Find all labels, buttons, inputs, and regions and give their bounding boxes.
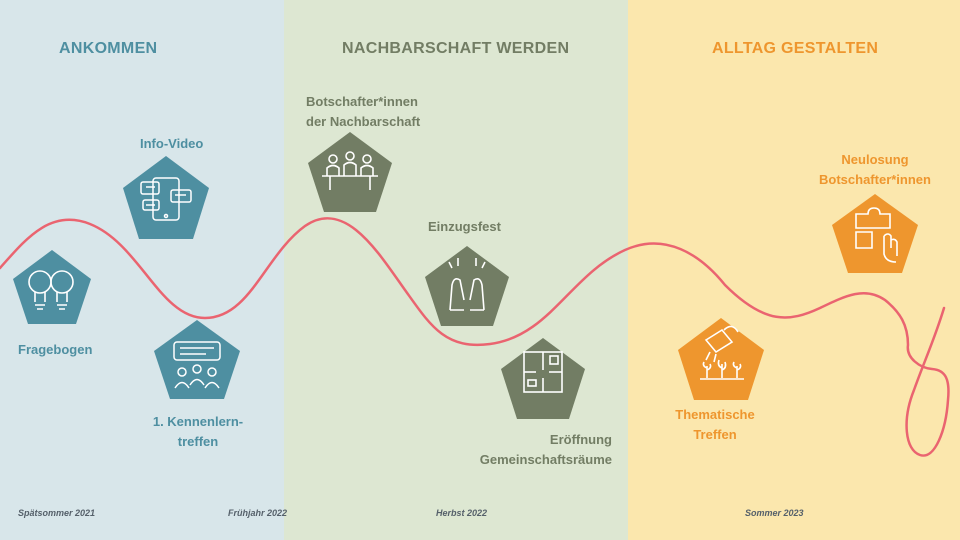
high-five-icon xyxy=(448,258,486,311)
people-table-icon xyxy=(322,151,378,190)
label-thematische-treffen: Thematische Treffen xyxy=(675,407,755,442)
group-meeting-icon xyxy=(173,341,221,389)
label-kennenlerntreffen: 1. Kennenlern- treffen xyxy=(152,414,244,449)
puzzle-hand-icon xyxy=(855,207,898,263)
floor-plan-icon xyxy=(523,351,563,393)
milestone-eroeffnung xyxy=(501,338,585,419)
label-botschafter: Botschafter*innen der Nachbarschaft xyxy=(306,94,421,129)
milestone-botschafter xyxy=(308,132,392,212)
timeline-curve xyxy=(0,217,950,457)
milestone-fragebogen xyxy=(13,250,91,324)
phase-title-ankommen: ANKOMMEN xyxy=(59,40,158,57)
milestone-thematische-treffen xyxy=(678,318,764,400)
label-info-video: Info-Video xyxy=(140,136,204,151)
milestone-info-video xyxy=(123,156,209,239)
date-herbst-2022: Herbst 2022 xyxy=(436,508,488,518)
label-neulosung: Neulosung Botschafter*innen xyxy=(819,152,931,187)
label-eroeffnung: Eröffnung Gemeinschaftsräume xyxy=(479,432,612,467)
devices-chat-icon xyxy=(140,177,192,221)
date-sommer-2023: Sommer 2023 xyxy=(745,508,804,518)
date-spaetsommer-2021: Spätsommer 2021 xyxy=(18,508,96,518)
phase-title-alltag: ALLTAG GESTALTEN xyxy=(712,40,879,57)
milestone-neulosung xyxy=(832,194,918,273)
milestone-einzugsfest xyxy=(425,246,509,326)
date-fruehjahr-2022: Frühjahr 2022 xyxy=(228,508,288,518)
label-einzugsfest: Einzugsfest xyxy=(428,219,501,234)
milestone-kennenlerntreffen xyxy=(154,320,240,399)
phase-band-alltag xyxy=(628,0,960,540)
label-fragebogen: Fragebogen xyxy=(18,342,93,357)
lightbulbs-icon xyxy=(28,270,74,310)
watering-plants-icon xyxy=(700,325,744,380)
phase-title-nachbarschaft: NACHBARSCHAFT WERDEN xyxy=(342,40,570,57)
